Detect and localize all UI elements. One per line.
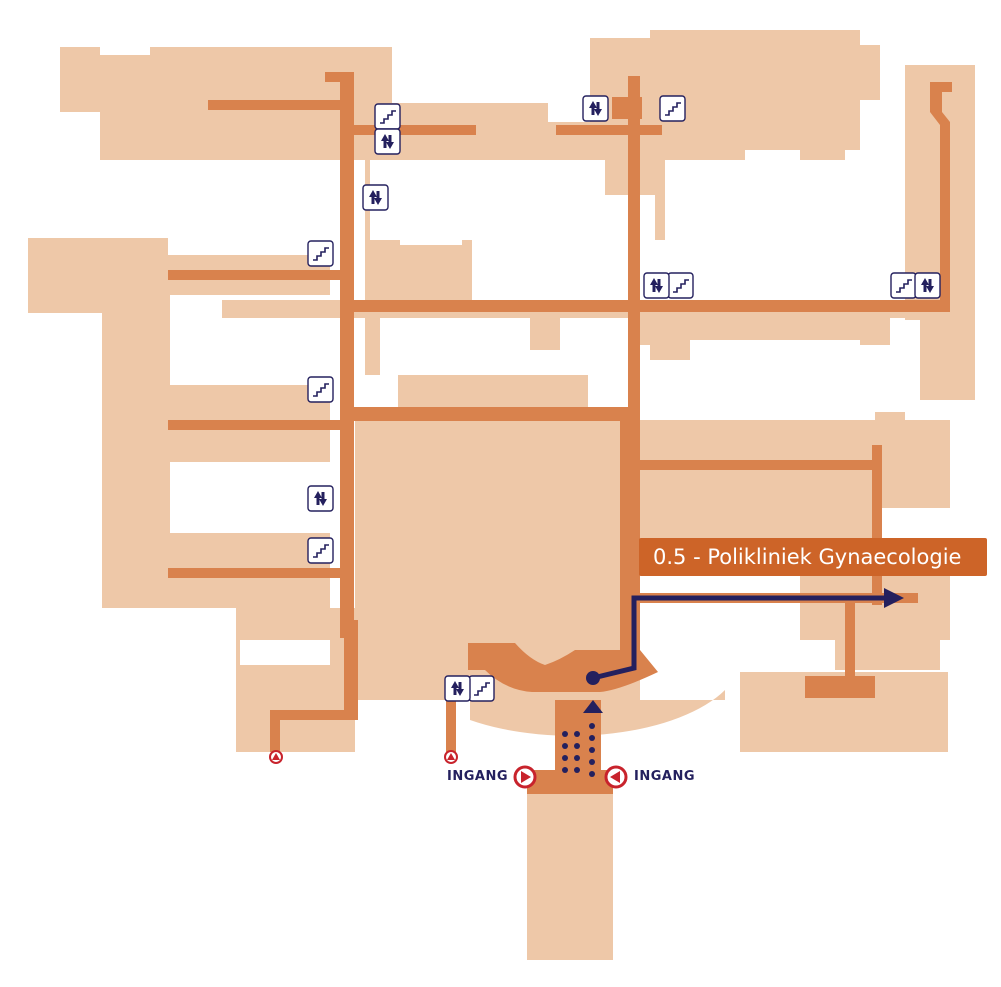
- building-south-entrance: [527, 792, 613, 960]
- corridor-east-spine: [628, 76, 640, 416]
- entrance-label-right: INGANG: [634, 769, 695, 784]
- stairs-icon: [307, 537, 334, 564]
- start-point-icon: [586, 671, 600, 685]
- corridor-main-spine: [340, 72, 354, 638]
- entrance-arrow-right-icon: [513, 765, 537, 789]
- corridor-west-2: [168, 420, 348, 430]
- route-path: [562, 588, 904, 777]
- exit-marker-icon: [444, 750, 458, 764]
- corridor-cross-2: [350, 407, 630, 421]
- building-northwest-wing: [60, 47, 605, 300]
- elevator-icon: [643, 272, 670, 299]
- entrance-threshold: [527, 770, 613, 794]
- destination-label-text: 0.5 - Polikliniek Gynaecologie: [653, 545, 962, 569]
- stairs-icon: [374, 103, 401, 130]
- elevator-icon: [444, 675, 471, 702]
- building-center-band: [222, 300, 920, 375]
- corridor-north-left: [208, 100, 342, 110]
- courtyards: [240, 640, 330, 665]
- footsteps-icon: [562, 723, 595, 777]
- building-central-hall: [355, 410, 640, 700]
- corridor-northeast-arm: [930, 82, 952, 310]
- elevator-icon: [914, 272, 941, 299]
- corridor-sw-exit: [270, 710, 358, 720]
- entrance-label-left: INGANG: [447, 769, 508, 784]
- corridor-southeast-block: [805, 676, 875, 698]
- exit-markers: [269, 750, 628, 789]
- building-footprints: [28, 30, 975, 960]
- corridor-cross-1: [350, 300, 950, 312]
- elevator-icon: [307, 485, 334, 512]
- corridor-center-exit: [446, 700, 456, 752]
- destination-label: 0.5 - Polikliniek Gynaecologie: [639, 538, 987, 576]
- entrance-arrow-left-icon: [604, 765, 628, 789]
- elevator-icon: [374, 128, 401, 155]
- building-center-strip: [398, 375, 588, 410]
- stairs-icon: [307, 376, 334, 403]
- corridor-west-3: [168, 568, 348, 578]
- corridor-east-1: [640, 460, 880, 470]
- stairs-icon: [890, 272, 917, 299]
- building-southeast: [740, 672, 948, 752]
- building-west-wing: [102, 295, 170, 608]
- exit-marker-icon: [269, 750, 283, 764]
- route-line: [592, 595, 888, 681]
- entrance-hall-arc: [468, 643, 658, 692]
- building-north-center: [590, 30, 880, 240]
- building-east-mid: [640, 508, 880, 538]
- direction-arrow-icon: [583, 700, 603, 713]
- corridor-north-stair-hall: [350, 125, 476, 135]
- stairs-icon: [659, 95, 686, 122]
- elevator-icon: [582, 95, 609, 122]
- corridor-west-1: [168, 270, 348, 280]
- stairs-icon: [468, 675, 495, 702]
- elevator-icon: [362, 184, 389, 211]
- corridor-east-vertical: [872, 445, 882, 605]
- building-southwest: [236, 608, 355, 752]
- route-arrowhead-icon: [884, 588, 904, 608]
- stairs-icon: [307, 240, 334, 267]
- stairs-icon: [667, 272, 694, 299]
- corridor-east-spine-lower: [620, 416, 640, 662]
- corridor-north-center: [556, 125, 662, 135]
